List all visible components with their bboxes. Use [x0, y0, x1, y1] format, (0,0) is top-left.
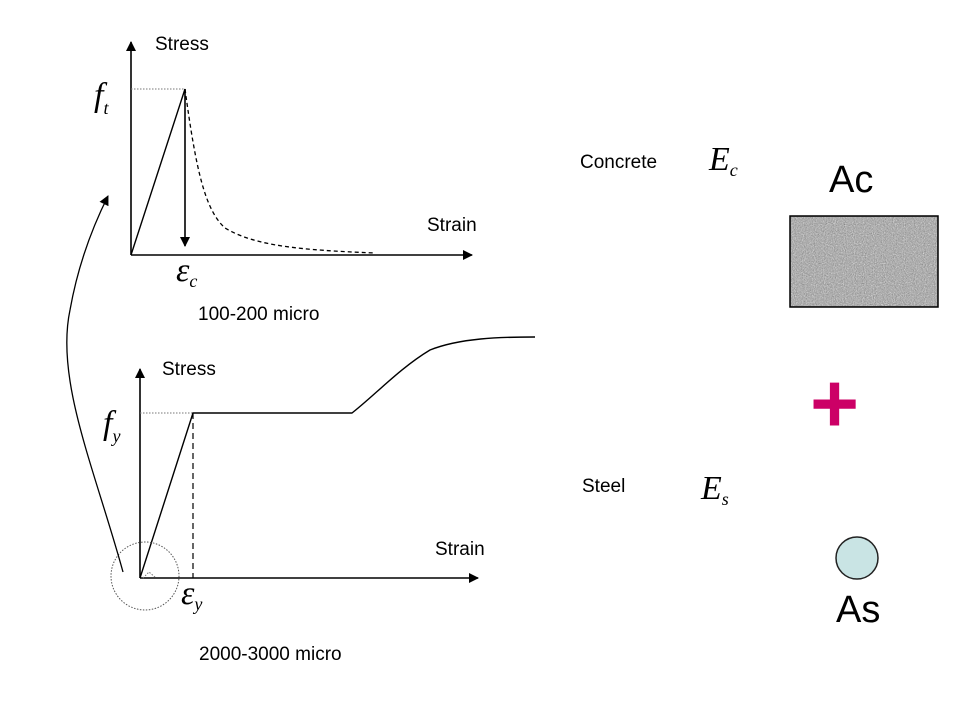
steel-yield-strength-symbol: fy [103, 405, 120, 446]
steel-stress-strain-curve [139, 336, 536, 579]
steel-area-label: As [836, 589, 880, 631]
concrete-strain-range-note: 100-200 micro [198, 304, 319, 325]
zoom-region-circle [110, 541, 180, 611]
steel-label: Steel [582, 476, 625, 497]
concrete-stress-strain-chart: Stress Strain ft εc 100-200 micro [94, 34, 477, 325]
steel-strain-range-note: 2000-3000 micro [199, 644, 342, 665]
concrete-modulus-symbol: Ec [708, 141, 738, 180]
steel-stress-strain-chart: Stress Strain fy εy 2000-3000 micro [66, 195, 536, 665]
steel-material-properties: Steel Es As [582, 470, 880, 631]
concrete-linear-branch [130, 88, 186, 256]
concrete-y-axis-label: Stress [155, 34, 209, 55]
concrete-softening-curve [184, 88, 376, 254]
concrete-label: Concrete [580, 152, 657, 173]
steel-bar-cross-section [835, 536, 879, 580]
concrete-aggregate-texture [791, 217, 937, 306]
concrete-area-label: Ac [829, 159, 873, 201]
concrete-cracking-strain-symbol: εc [176, 252, 197, 291]
concrete-x-axis-label: Strain [427, 215, 477, 236]
steel-yield-strain-symbol: εy [181, 575, 202, 614]
steel-y-axis-label: Stress [162, 359, 216, 380]
zoom-connector-arrow [66, 195, 124, 573]
steel-modulus-symbol: Es [700, 470, 729, 509]
concrete-tensile-strength-symbol: ft [94, 77, 109, 118]
steel-x-axis-label: Strain [435, 539, 485, 560]
zoom-origin-mark [142, 571, 157, 579]
concrete-material-properties: Concrete Ec Ac [580, 141, 939, 308]
combine-plus-sign: + [810, 356, 859, 450]
